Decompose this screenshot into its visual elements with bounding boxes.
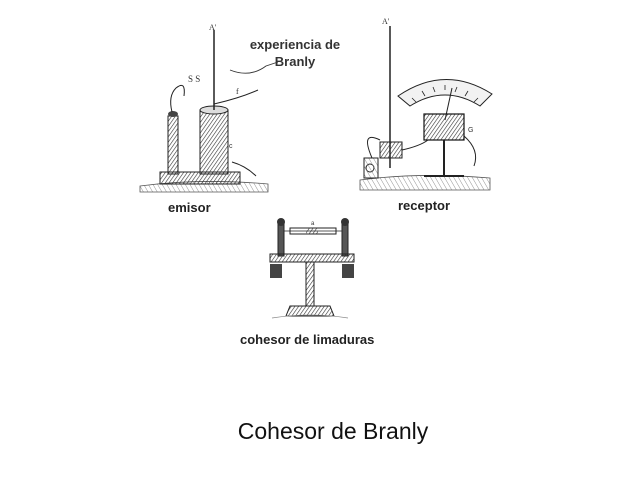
svg-text:A': A' [382,17,390,26]
slide-caption: Cohesor de Branly [237,418,429,444]
coherer-drawing: a [269,218,355,319]
figure-title: experiencia de Branly [225,36,365,70]
emitter-drawing: A' S S f c [139,23,279,193]
svg-text:f: f [236,87,239,96]
svg-text:c: c [229,143,233,150]
svg-text:a: a [311,221,315,227]
emitter-label: emisor [168,200,211,215]
receiver-drawing: A' G [359,17,493,191]
figure-title-line1: experiencia de [249,37,341,52]
svg-text:A': A' [209,23,217,32]
receiver-label: receptor [398,198,451,213]
coherer-label: cohesor de limaduras [240,332,375,347]
svg-text:G: G [468,127,473,134]
svg-text:S S: S S [188,74,200,84]
apparatus-illustration: A' S S f c A' G [139,17,493,319]
figure-title-line2: Branly [274,54,316,69]
